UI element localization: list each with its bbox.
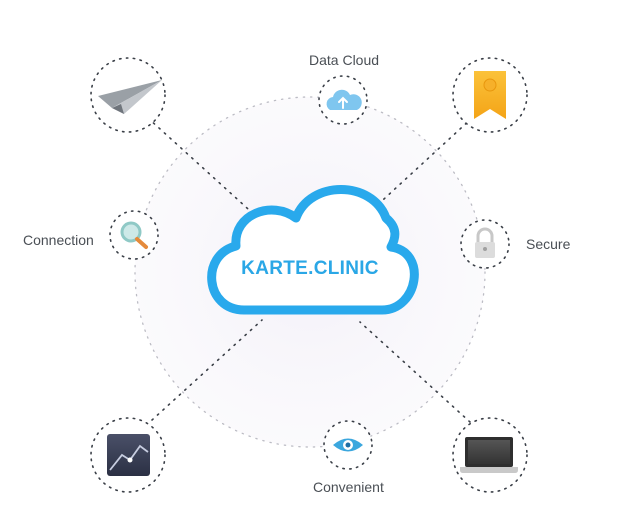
label-connection: Connection <box>23 232 94 248</box>
ribbon-badge-icon <box>474 71 506 119</box>
orbit-ring <box>134 96 486 448</box>
magnifier-icon <box>120 221 148 249</box>
connector-bottom-left <box>151 319 263 421</box>
cloud-upload-icon <box>326 89 362 110</box>
label-secure: Secure <box>526 236 571 252</box>
connector-top-right <box>371 117 473 211</box>
label-convenient: Convenient <box>313 479 384 495</box>
eye-icon <box>333 438 363 452</box>
connector-bottom-right <box>359 321 471 423</box>
connector-lines <box>147 117 473 423</box>
connector-top-left <box>147 117 259 219</box>
padlock-icon <box>475 227 495 258</box>
brand-title: KARTE.CLINIC <box>241 258 379 279</box>
laptop-icon <box>460 437 518 473</box>
label-data-cloud: Data Cloud <box>309 52 380 68</box>
central-cloud <box>207 185 419 315</box>
chart-tablet-icon <box>107 434 150 476</box>
paper-plane-icon <box>98 80 162 114</box>
